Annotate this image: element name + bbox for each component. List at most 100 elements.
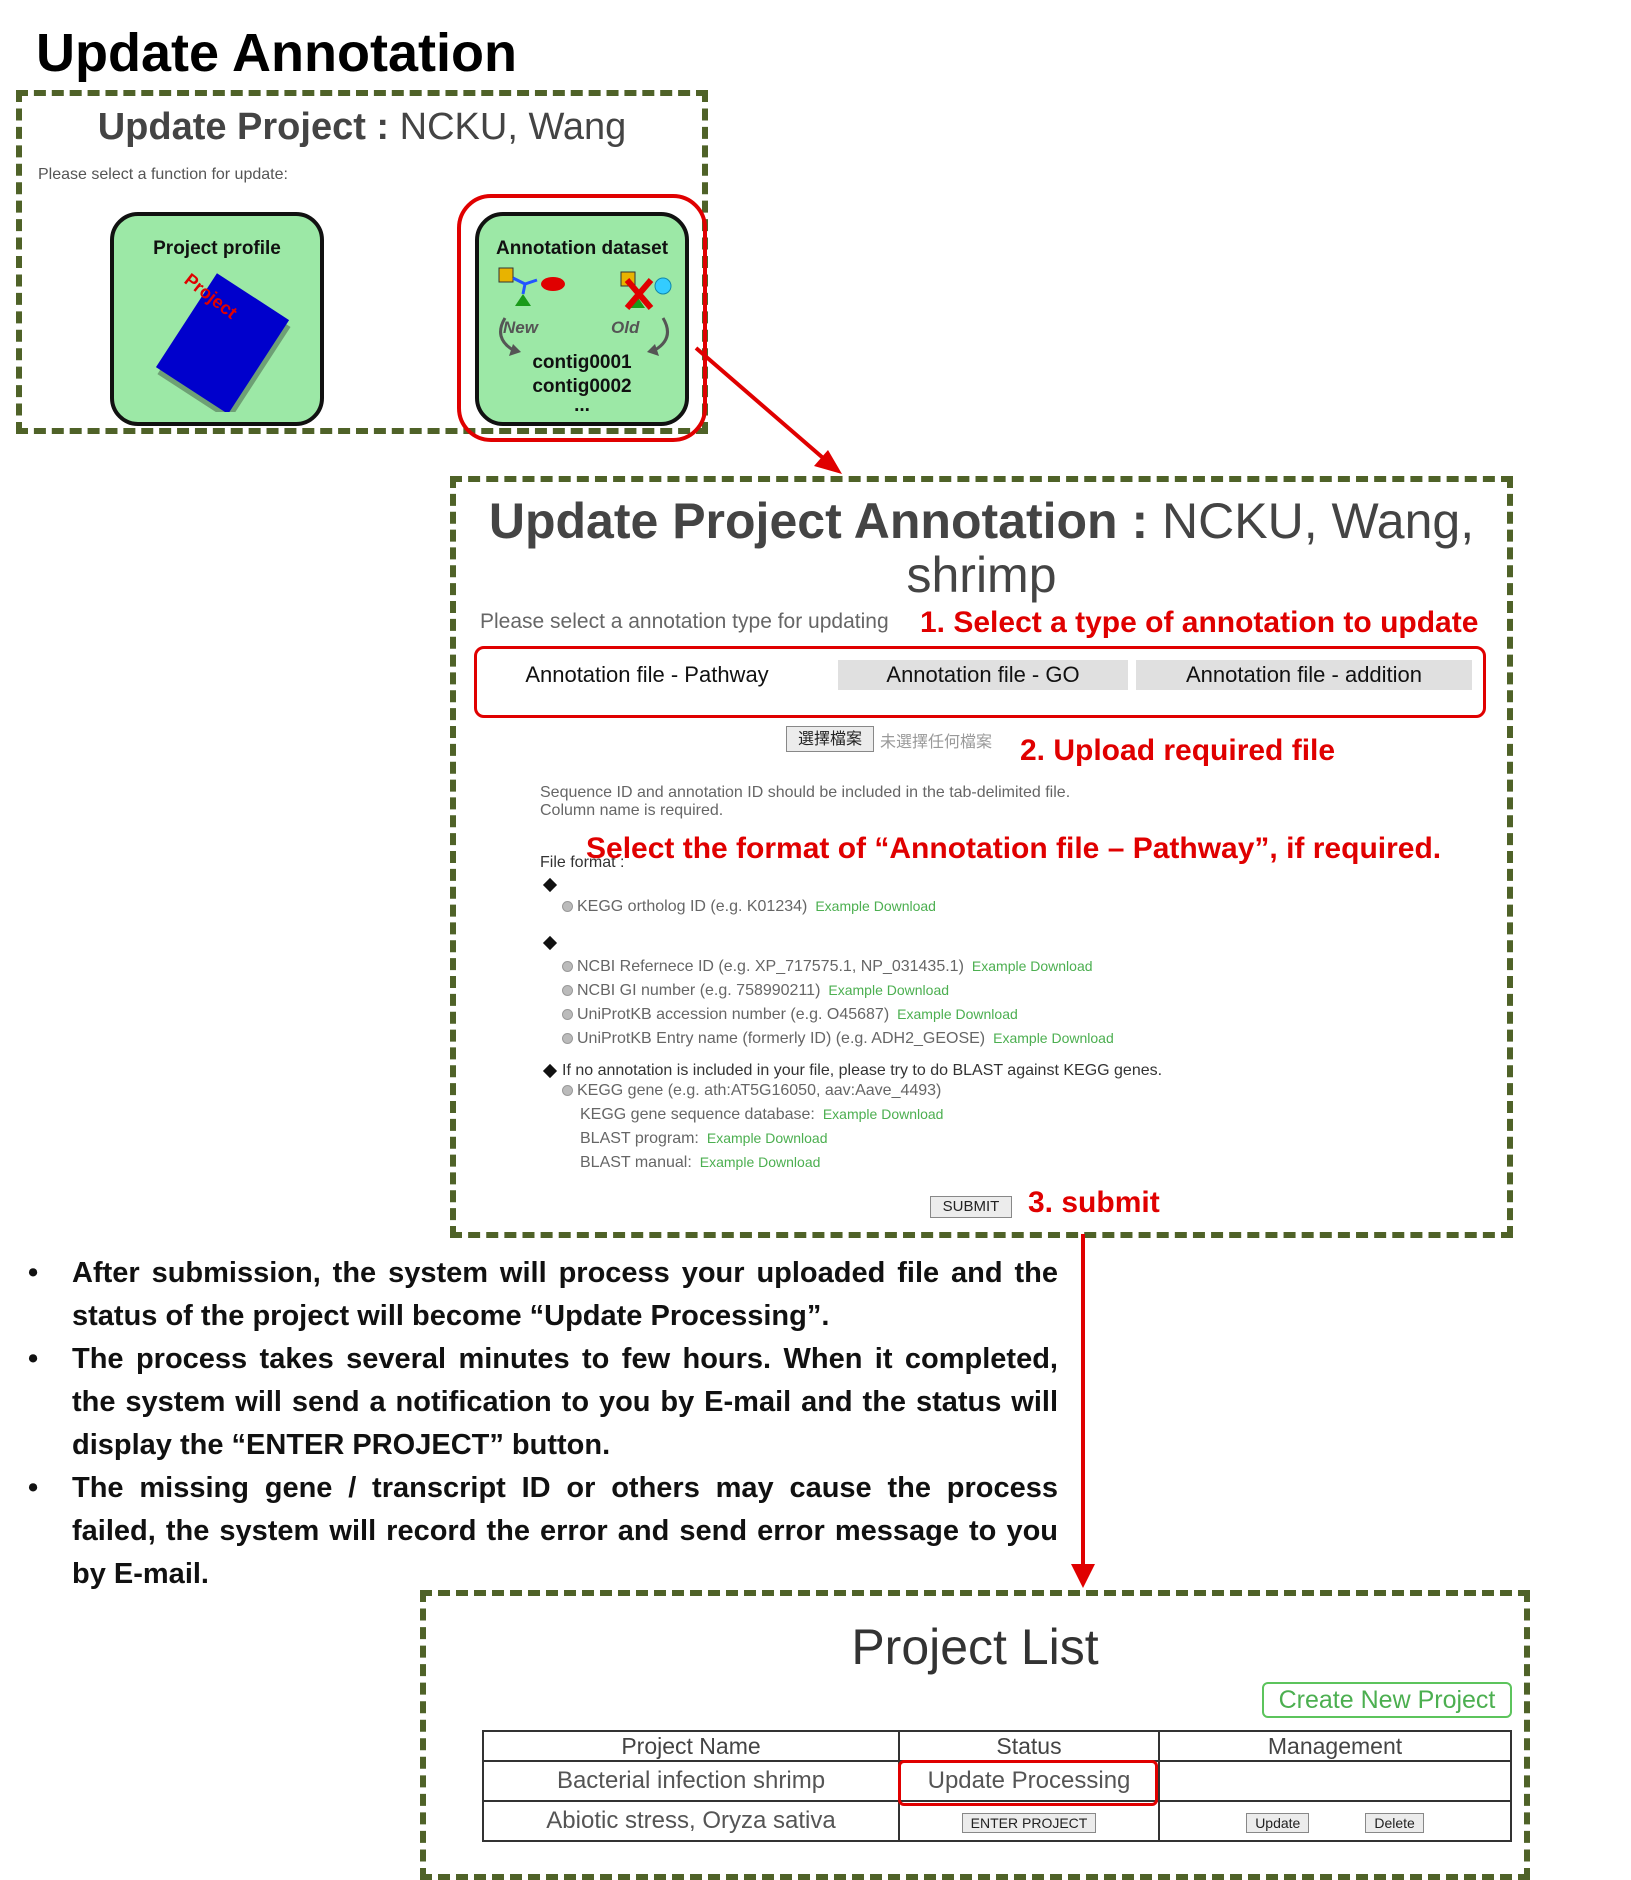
table-row: Bacterial infection shrimp Update Proces…	[482, 1760, 1512, 1802]
arrow-cycle-icon	[499, 317, 669, 356]
blast-program-row: BLAST program: Example Download	[580, 1130, 828, 1148]
format-callout: Select the format of “Annotation file – …	[586, 832, 1442, 865]
step1-callout: 1. Select a type of annotation to update	[920, 606, 1479, 639]
option-ncbi-gi[interactable]: NCBI GI number (e.g. 758990211) Example D…	[562, 982, 949, 1000]
annotation-icon	[498, 267, 672, 310]
table-row: Abiotic stress, Oryza sativa ENTER PROJE…	[482, 1800, 1512, 1842]
bullet-diamond-icon	[542, 1063, 558, 1079]
management-cell	[1158, 1760, 1512, 1802]
file-format-label: File format :	[540, 854, 625, 871]
down-arrow-icon	[1071, 1234, 1095, 1588]
radio-icon[interactable]	[562, 1033, 573, 1045]
blast-note: If no annotation is included in your fil…	[562, 1062, 1163, 1079]
management-cell: Update Delete	[1158, 1800, 1512, 1842]
kegg-db-row: KEGG gene sequence database: Example Down…	[580, 1106, 943, 1124]
create-new-project-button[interactable]: Create New Project	[1262, 1682, 1512, 1718]
contig-line-1: contig0001	[532, 352, 632, 373]
annotation-dataset-tile[interactable]: Annotation dataset New Old contig0001 co…	[475, 212, 689, 426]
radio-icon[interactable]	[562, 901, 573, 913]
example-download-link[interactable]: Example Download	[897, 1006, 1018, 1022]
update-annotation-subtitle: Please select a annotation type for upda…	[480, 610, 889, 633]
option-uniprot-accession[interactable]: UniProtKB accession number (e.g. O45687)…	[562, 1006, 1018, 1024]
blast-program-label: BLAST program:	[580, 1130, 699, 1147]
delete-button[interactable]: Delete	[1365, 1813, 1424, 1833]
tab-go[interactable]: Annotation file - GO	[838, 660, 1128, 690]
blast-manual-row: BLAST manual: Example Download	[580, 1154, 820, 1172]
instruction-item: •The process takes several minutes to fe…	[28, 1343, 1058, 1461]
column-header-management: Management	[1158, 1730, 1512, 1762]
radio-icon[interactable]	[562, 961, 573, 973]
step2-callout: 2. Upload required file	[1020, 734, 1336, 767]
example-download-link[interactable]: Example Download	[971, 958, 1093, 974]
project-list-panel: Project List Create New Project Project …	[420, 1590, 1530, 1880]
update-annotation-title-name: NCKU, Wang,	[1148, 493, 1475, 549]
update-annotation-title: Update Project Annotation : NCKU, Wang, …	[456, 494, 1507, 602]
example-download-link[interactable]: Example Download	[699, 1154, 821, 1170]
radio-icon[interactable]	[562, 985, 573, 997]
radio-icon[interactable]	[562, 1085, 573, 1097]
page-title: Update Annotation	[36, 23, 517, 83]
kegg-db-label: KEGG gene sequence database:	[580, 1106, 815, 1123]
project-name-cell: Abiotic stress, Oryza sativa	[482, 1800, 900, 1842]
step3-callout: 3. submit	[1028, 1186, 1160, 1219]
enter-project-button[interactable]: ENTER PROJECT	[961, 1813, 1097, 1833]
project-profile-label: Project profile	[153, 238, 281, 259]
radio-icon[interactable]	[562, 1009, 573, 1021]
annotation-dataset-label: Annotation dataset	[495, 238, 669, 259]
column-header-status: Status	[898, 1730, 1160, 1762]
example-download-link[interactable]: Example Download	[822, 1106, 944, 1122]
example-download-link[interactable]: Example Download	[993, 1030, 1114, 1046]
option-label: KEGG gene (e.g. ath:AT5G16050, aav:Aave_…	[577, 1082, 942, 1099]
update-annotation-panel: Update Project Annotation : NCKU, Wang, …	[450, 476, 1513, 1238]
project-list-title: Project List	[851, 1619, 1099, 1675]
option-label: UniProtKB Entry name (formerly ID) (e.g.…	[577, 1030, 986, 1047]
update-project-title: Update Project : NCKU, Wang	[22, 106, 702, 149]
example-download-link[interactable]: Example Download	[828, 982, 950, 998]
submit-button[interactable]: SUBMIT	[930, 1196, 1012, 1218]
bullet-diamond-icon	[542, 877, 558, 893]
project-table: Project Name Status Management Bacterial…	[482, 1730, 1512, 1842]
option-uniprot-entry[interactable]: UniProtKB Entry name (formerly ID) (e.g.…	[562, 1030, 1114, 1048]
instructions-list: •After submission, the system will proce…	[22, 1252, 1058, 1596]
update-project-title-name: NCKU, Wang	[389, 106, 627, 148]
project-profile-tile[interactable]: Project profile Project	[110, 212, 324, 426]
update-annotation-title-line2: shrimp	[906, 547, 1057, 603]
update-button[interactable]: Update	[1246, 1813, 1310, 1833]
option-kegg-ortholog[interactable]: KEGG ortholog ID (e.g. K01234) Example Do…	[562, 898, 936, 916]
status-cell: ENTER PROJECT	[898, 1800, 1160, 1842]
tab-pathway[interactable]: Annotation file - Pathway	[525, 662, 769, 687]
update-annotation-title-bold: Update Project Annotation :	[488, 493, 1149, 549]
example-download-link[interactable]: Example Download	[815, 898, 936, 914]
old-label: Old	[611, 318, 640, 337]
blast-manual-label: BLAST manual:	[580, 1154, 692, 1171]
update-project-title-bold: Update Project :	[97, 106, 390, 148]
note-line-2: Column name is required.	[540, 802, 724, 819]
note-line-1: Sequence ID and annotation ID should be …	[540, 784, 1071, 801]
annotation-tile-highlight	[457, 194, 707, 442]
option-kegg-gene[interactable]: KEGG gene (e.g. ath:AT5G16050, aav:Aave_…	[562, 1082, 941, 1100]
update-project-panel: Update Project : NCKU, Wang Please selec…	[16, 90, 708, 442]
status-highlight	[898, 1760, 1158, 1806]
instruction-item: •After submission, the system will proce…	[28, 1257, 1058, 1332]
document-icon	[155, 273, 291, 412]
new-label: New	[503, 318, 538, 337]
instruction-text: After submission, the system will proces…	[72, 1257, 1058, 1332]
tab-addition[interactable]: Annotation file - addition	[1136, 660, 1472, 690]
choose-file-button[interactable]: 選擇檔案	[786, 726, 874, 752]
option-label: UniProtKB accession number (e.g. O45687)	[577, 1006, 890, 1023]
table-header-row: Project Name Status Management	[482, 1730, 1512, 1762]
example-download-link[interactable]: Example Download	[706, 1130, 828, 1146]
option-ncbi-refseq[interactable]: NCBI Refernece ID (e.g. XP_717575.1, NP_…	[562, 958, 1093, 976]
option-label: NCBI Refernece ID (e.g. XP_717575.1, NP_…	[577, 958, 964, 975]
contig-ellipsis: ...	[574, 395, 590, 416]
option-label: KEGG ortholog ID (e.g. K01234)	[577, 898, 808, 915]
instruction-text: The process takes several minutes to few…	[72, 1343, 1058, 1461]
update-project-subtitle: Please select a function for update:	[38, 166, 288, 183]
file-status: 未選擇任何檔案	[880, 732, 993, 751]
instruction-item: •The missing gene / transcript ID or oth…	[28, 1472, 1058, 1590]
tabs-highlight	[474, 646, 1486, 718]
instruction-text: The missing gene / transcript ID or othe…	[72, 1472, 1058, 1590]
connector-arrow-icon	[694, 346, 842, 474]
option-label: NCBI GI number (e.g. 758990211)	[577, 982, 821, 999]
bullet-diamond-icon	[542, 935, 558, 951]
